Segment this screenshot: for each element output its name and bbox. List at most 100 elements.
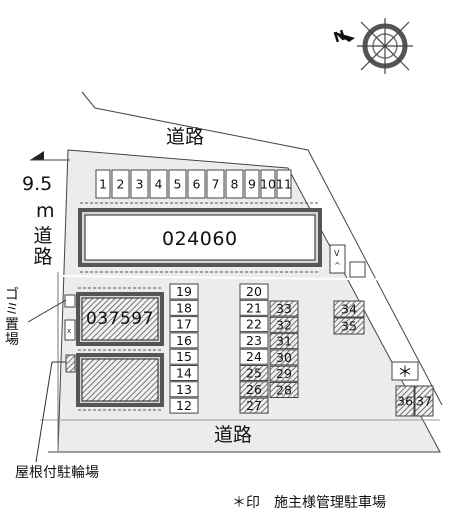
parking-space-30: 30 — [269, 349, 299, 366]
parking-number: 24 — [246, 349, 262, 364]
parking-number: 11 — [276, 177, 292, 192]
parking-space-22: 22 — [239, 316, 269, 333]
parking-number: 28 — [276, 383, 292, 398]
garbage-label: ゴミ置場 — [5, 287, 19, 348]
stair-box — [329, 244, 346, 274]
svg-text:x: x — [67, 327, 71, 335]
parking-number: 22 — [246, 317, 262, 332]
parking-number: 7 — [212, 177, 220, 192]
parking-number: 23 — [246, 333, 262, 348]
parking-space-9: 9 — [244, 169, 260, 199]
building-main-label: 024060 — [162, 228, 238, 250]
parking-number: 32 — [276, 317, 292, 332]
parking-space-32: 32 — [269, 316, 299, 333]
road-marker-triangle — [30, 151, 44, 160]
parking-number: 12 — [176, 398, 192, 413]
parking-number: 26 — [246, 382, 262, 397]
parking-space-23: 23 — [239, 332, 269, 349]
road-left-name: 道路 — [33, 225, 53, 268]
parking-number: 8 — [231, 177, 239, 192]
parking-number: 13 — [176, 382, 192, 397]
parking-space-25: 25 — [239, 365, 269, 381]
parking-space-8: 8 — [225, 169, 244, 199]
parking-number: 27 — [246, 398, 262, 413]
building-left-label: 037597 — [86, 309, 154, 329]
parking-space-27: 27 — [239, 397, 269, 414]
parking-number: 1 — [99, 177, 107, 192]
parking-space-21: 21 — [239, 299, 269, 316]
parking-number: 3 — [136, 177, 144, 192]
parking-space-26: 26 — [239, 381, 269, 398]
road-left-unit: m — [36, 200, 55, 222]
parking-space-15: 15 — [169, 348, 199, 365]
parking-space-36: 36 — [395, 385, 415, 417]
parking-space-19: 19 — [169, 283, 199, 300]
parking-number: 29 — [276, 366, 292, 381]
parking-number: 31 — [276, 334, 292, 349]
parking-number: 18 — [176, 300, 192, 315]
road-left-width: 9.5 — [22, 173, 53, 195]
parking-space-33: 33 — [269, 300, 299, 317]
road-top-label: 道路 — [166, 126, 205, 148]
bicycle-leader — [35, 361, 53, 463]
parking-number: 25 — [246, 366, 262, 381]
parking-number: 37 — [416, 394, 432, 409]
road-edge-top — [81, 91, 443, 406]
parking-space-2: 2 — [111, 169, 130, 199]
parking-number: 21 — [246, 300, 262, 315]
parking-space-11: 11 — [276, 169, 292, 199]
parking-space-5: 5 — [168, 169, 187, 199]
parking-number: 4 — [155, 177, 163, 192]
parking-number: 15 — [176, 349, 192, 364]
garbage-leader — [27, 299, 67, 323]
parking-number: 19 — [176, 284, 192, 299]
parking-space-31: 31 — [269, 333, 299, 350]
parking-number: 20 — [246, 284, 262, 299]
parking-number: 16 — [176, 333, 192, 348]
parking-space-7: 7 — [206, 169, 225, 199]
svg-text:V: V — [334, 249, 340, 258]
parking-number: 2 — [117, 177, 125, 192]
parking-space-37: 37 — [414, 385, 434, 417]
parking-space-6: 6 — [187, 169, 206, 199]
lot-divider — [61, 275, 441, 281]
parking-space-12: 12 — [169, 397, 199, 414]
parking-space-28: 28 — [269, 382, 299, 398]
parking-space-24: 24 — [239, 348, 269, 365]
parking-space-10: 10 — [260, 169, 276, 199]
parking-space-20: 20 — [239, 283, 269, 300]
parking-space-18: 18 — [169, 299, 199, 316]
parking-number: 33 — [276, 301, 292, 316]
parking-space-29: 29 — [269, 365, 299, 382]
legend-owner-parking: ＊印 施主様管理駐車場 — [232, 495, 386, 511]
parking-number: 17 — [176, 317, 192, 332]
bicycle-shed — [65, 354, 76, 373]
parking-space-3: 3 — [130, 169, 149, 199]
parking-number: 30 — [276, 350, 292, 365]
bicycle-shed-label: 屋根付駐輪場 — [15, 465, 99, 481]
parking-number: 36 — [397, 394, 413, 409]
parking-number: 6 — [193, 177, 201, 192]
compass-rose-icon — [335, 18, 413, 74]
owner-managed-space-marker: ＊ — [391, 361, 419, 381]
parking-space-17: 17 — [169, 316, 199, 333]
garbage-box — [64, 319, 76, 341]
parking-space-13: 13 — [169, 381, 199, 398]
parking-space-1: 1 — [95, 169, 111, 199]
road-bottom-label: 道路 — [214, 424, 253, 446]
parking-number: 9 — [248, 177, 256, 192]
parking-space-35: 35 — [333, 317, 365, 335]
parking-number: 34 — [341, 302, 357, 317]
parking-number: 14 — [176, 366, 192, 381]
parking-number: 10 — [260, 177, 276, 192]
parking-space-34: 34 — [333, 300, 365, 318]
parking-space-14: 14 — [169, 365, 199, 381]
parking-space-16: 16 — [169, 332, 199, 349]
svg-text:^: ^ — [334, 261, 341, 270]
parking-number: 35 — [341, 319, 357, 334]
parking-space-4: 4 — [149, 169, 168, 199]
parking-number: 5 — [174, 177, 182, 192]
